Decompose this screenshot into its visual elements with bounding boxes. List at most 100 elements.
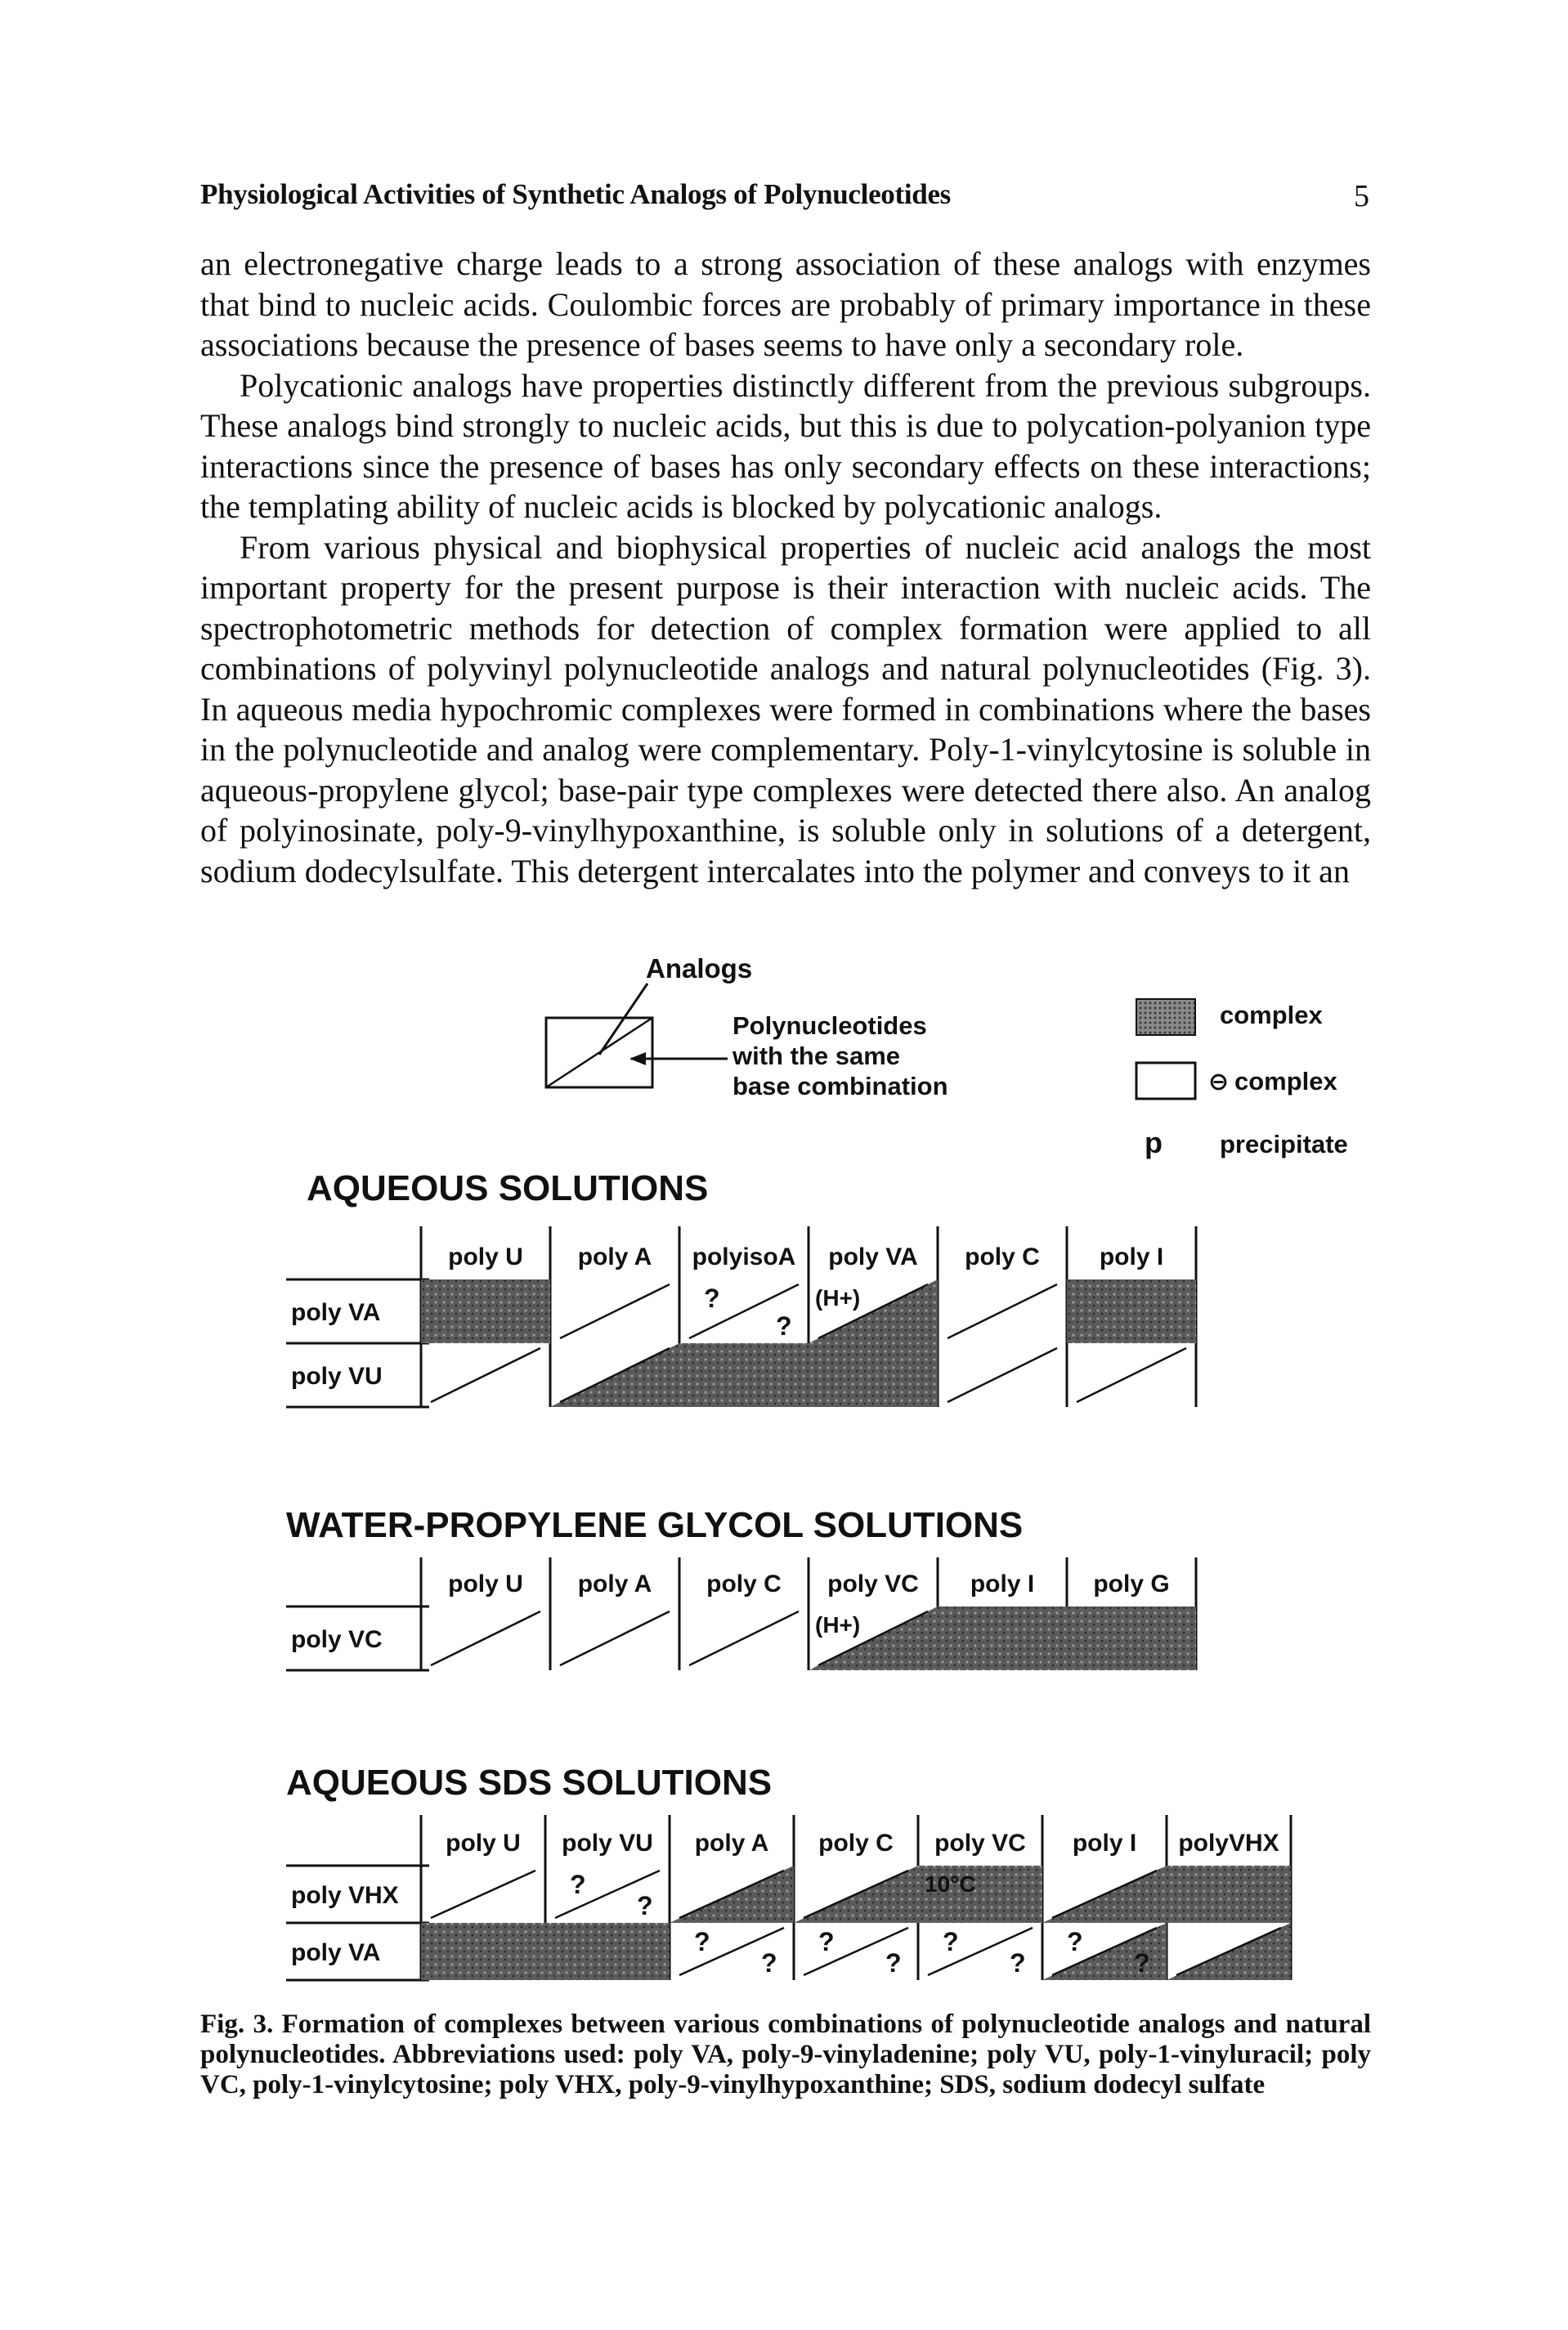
cell-diagonal <box>803 1926 909 1977</box>
column-header: poly VC <box>934 1830 1026 1857</box>
cell-question-mark: ? <box>761 1948 777 1978</box>
cell-diagonal <box>430 1869 536 1920</box>
cell-question-mark: ? <box>637 1891 653 1920</box>
cell-question-mark: ? <box>694 1927 710 1956</box>
paragraph: Polycationic analogs have properties dis… <box>200 366 1371 526</box>
cell-diagonal <box>1176 1926 1282 1977</box>
column-header: poly VA <box>828 1243 917 1270</box>
legend-complex-label: complex <box>1220 1001 1324 1029</box>
cell-question-mark: ? <box>885 1948 902 1978</box>
paragraph: an electronegative charge leads to a str… <box>200 245 1371 363</box>
running-head: Physiological Activities of Synthetic An… <box>200 178 1369 214</box>
cell-lower-complex <box>545 1923 670 1980</box>
cell-lower-complex <box>421 1279 550 1343</box>
cell-diagonal <box>559 1283 670 1340</box>
cell-diagonal <box>927 1926 1033 1977</box>
cell-lower-complex <box>1167 1866 1291 1923</box>
cell-diagonal <box>688 1610 800 1667</box>
row-label: poly VU <box>291 1363 383 1390</box>
legend-with-same: with the same <box>732 1042 900 1070</box>
cell-lower-complex <box>421 1923 545 1980</box>
section-title: AQUEOUS SOLUTIONS <box>307 1168 708 1208</box>
cell-question-mark: ? <box>1067 1927 1083 1956</box>
paragraph: From various physical and biophysical pr… <box>200 528 1371 889</box>
page-number: 5 <box>1354 179 1369 213</box>
legend-key-box <box>544 1016 654 1089</box>
legend-precipitate-symbol: p <box>1145 1126 1163 1159</box>
column-header: poly A <box>578 1571 652 1597</box>
row-label: poly VA <box>291 1299 380 1326</box>
cell-diagonal <box>947 1346 1058 1404</box>
cell-diagonal <box>554 1869 661 1920</box>
figure-caption: Fig. 3. Formation of complexes between v… <box>200 2010 1371 2100</box>
cell-question-mark: ? <box>704 1284 720 1313</box>
cell-diagonal <box>1051 1926 1158 1977</box>
column-header: poly VU <box>562 1830 653 1857</box>
legend-complex-swatch <box>1136 998 1196 1036</box>
column-header: poly U <box>446 1830 521 1857</box>
section-title: WATER-PROPYLENE GLYCOL SOLUTIONS <box>286 1505 1023 1545</box>
cell-question-mark: ? <box>818 1927 835 1956</box>
cell-lower-complex <box>679 1343 809 1407</box>
cell-question-mark: ? <box>1010 1948 1026 1978</box>
cell-diagonal <box>559 1346 670 1404</box>
legend-analogs-label: Analogs <box>646 953 752 984</box>
cell-lower-complex <box>809 1343 938 1407</box>
cell-annotation: (H+) <box>815 1612 860 1638</box>
column-header: poly I <box>970 1571 1034 1597</box>
legend-polynucleotides: Polynucleotides <box>732 1011 927 1040</box>
section-title: AQUEOUS SDS SOLUTIONS <box>286 1763 772 1803</box>
cell-diagonal <box>430 1346 541 1404</box>
legend-base-combination: base combination <box>732 1072 948 1100</box>
cell-diagonal <box>559 1610 670 1667</box>
column-header: polyisoA <box>692 1243 796 1270</box>
column-header: poly G <box>1093 1571 1169 1597</box>
column-header: poly VC <box>827 1571 919 1597</box>
cell-annotation: 10°C <box>925 1871 976 1897</box>
column-header: poly U <box>448 1571 523 1597</box>
column-header: polyVHX <box>1178 1830 1279 1857</box>
legend-no-complex-swatch <box>1135 1061 1197 1100</box>
legend-precipitate-label: precipitate <box>1220 1130 1348 1158</box>
cell-diagonal <box>430 1610 541 1667</box>
column-header: poly I <box>1073 1830 1136 1857</box>
cell-diagonal <box>818 1610 929 1667</box>
legend-arrow-head <box>629 1052 646 1065</box>
cell-diagonal <box>679 1926 785 1977</box>
column-header: poly I <box>1100 1243 1163 1270</box>
cell-annotation: (H+) <box>815 1285 860 1311</box>
legend-no-complex-label: complex <box>1234 1067 1338 1096</box>
cell-question-mark: ? <box>943 1927 959 1956</box>
caption-label: Fig. 3. <box>200 2010 274 2039</box>
cell-question-mark: ? <box>570 1870 586 1899</box>
cell-diagonal <box>1051 1869 1158 1920</box>
cell-diagonal <box>947 1283 1058 1340</box>
cell-diagonal <box>688 1283 800 1340</box>
legend-no-complex-symbol: ⊖ <box>1208 1069 1229 1096</box>
cell-diagonal <box>803 1869 909 1920</box>
legend-key-diagonal <box>545 1016 653 1089</box>
column-header: poly C <box>965 1243 1040 1270</box>
cell-lower-complex <box>918 1866 1042 1923</box>
column-header: poly C <box>706 1571 782 1597</box>
complex-tables: AQUEOUS SOLUTIONS poly U poly A polyisoA pol… <box>286 1168 1292 1982</box>
cell-diagonal <box>679 1869 785 1920</box>
caption-text: Formation of complexes between various c… <box>200 2010 1371 2099</box>
body-text: an electronegative charge leads to a str… <box>200 244 1371 891</box>
row-label: poly VHX <box>291 1882 399 1909</box>
row-label: poly VA <box>291 1939 380 1966</box>
column-header: poly A <box>578 1243 652 1270</box>
figure-legend: Analogs Polynucleotides with the same ba… <box>544 953 1348 1159</box>
cell-lower-complex <box>1067 1279 1196 1343</box>
cell-lower-complex <box>938 1606 1067 1670</box>
cell-diagonal <box>1076 1346 1187 1404</box>
running-title: Physiological Activities of Synthetic An… <box>200 178 952 210</box>
row-label: poly VC <box>291 1626 383 1653</box>
cell-lower-complex <box>1067 1606 1196 1670</box>
column-header: poly U <box>448 1243 523 1270</box>
column-header: poly C <box>818 1830 894 1857</box>
cell-question-mark: ? <box>776 1311 792 1341</box>
cell-question-mark: ? <box>1134 1948 1150 1978</box>
column-header: poly A <box>695 1830 769 1857</box>
